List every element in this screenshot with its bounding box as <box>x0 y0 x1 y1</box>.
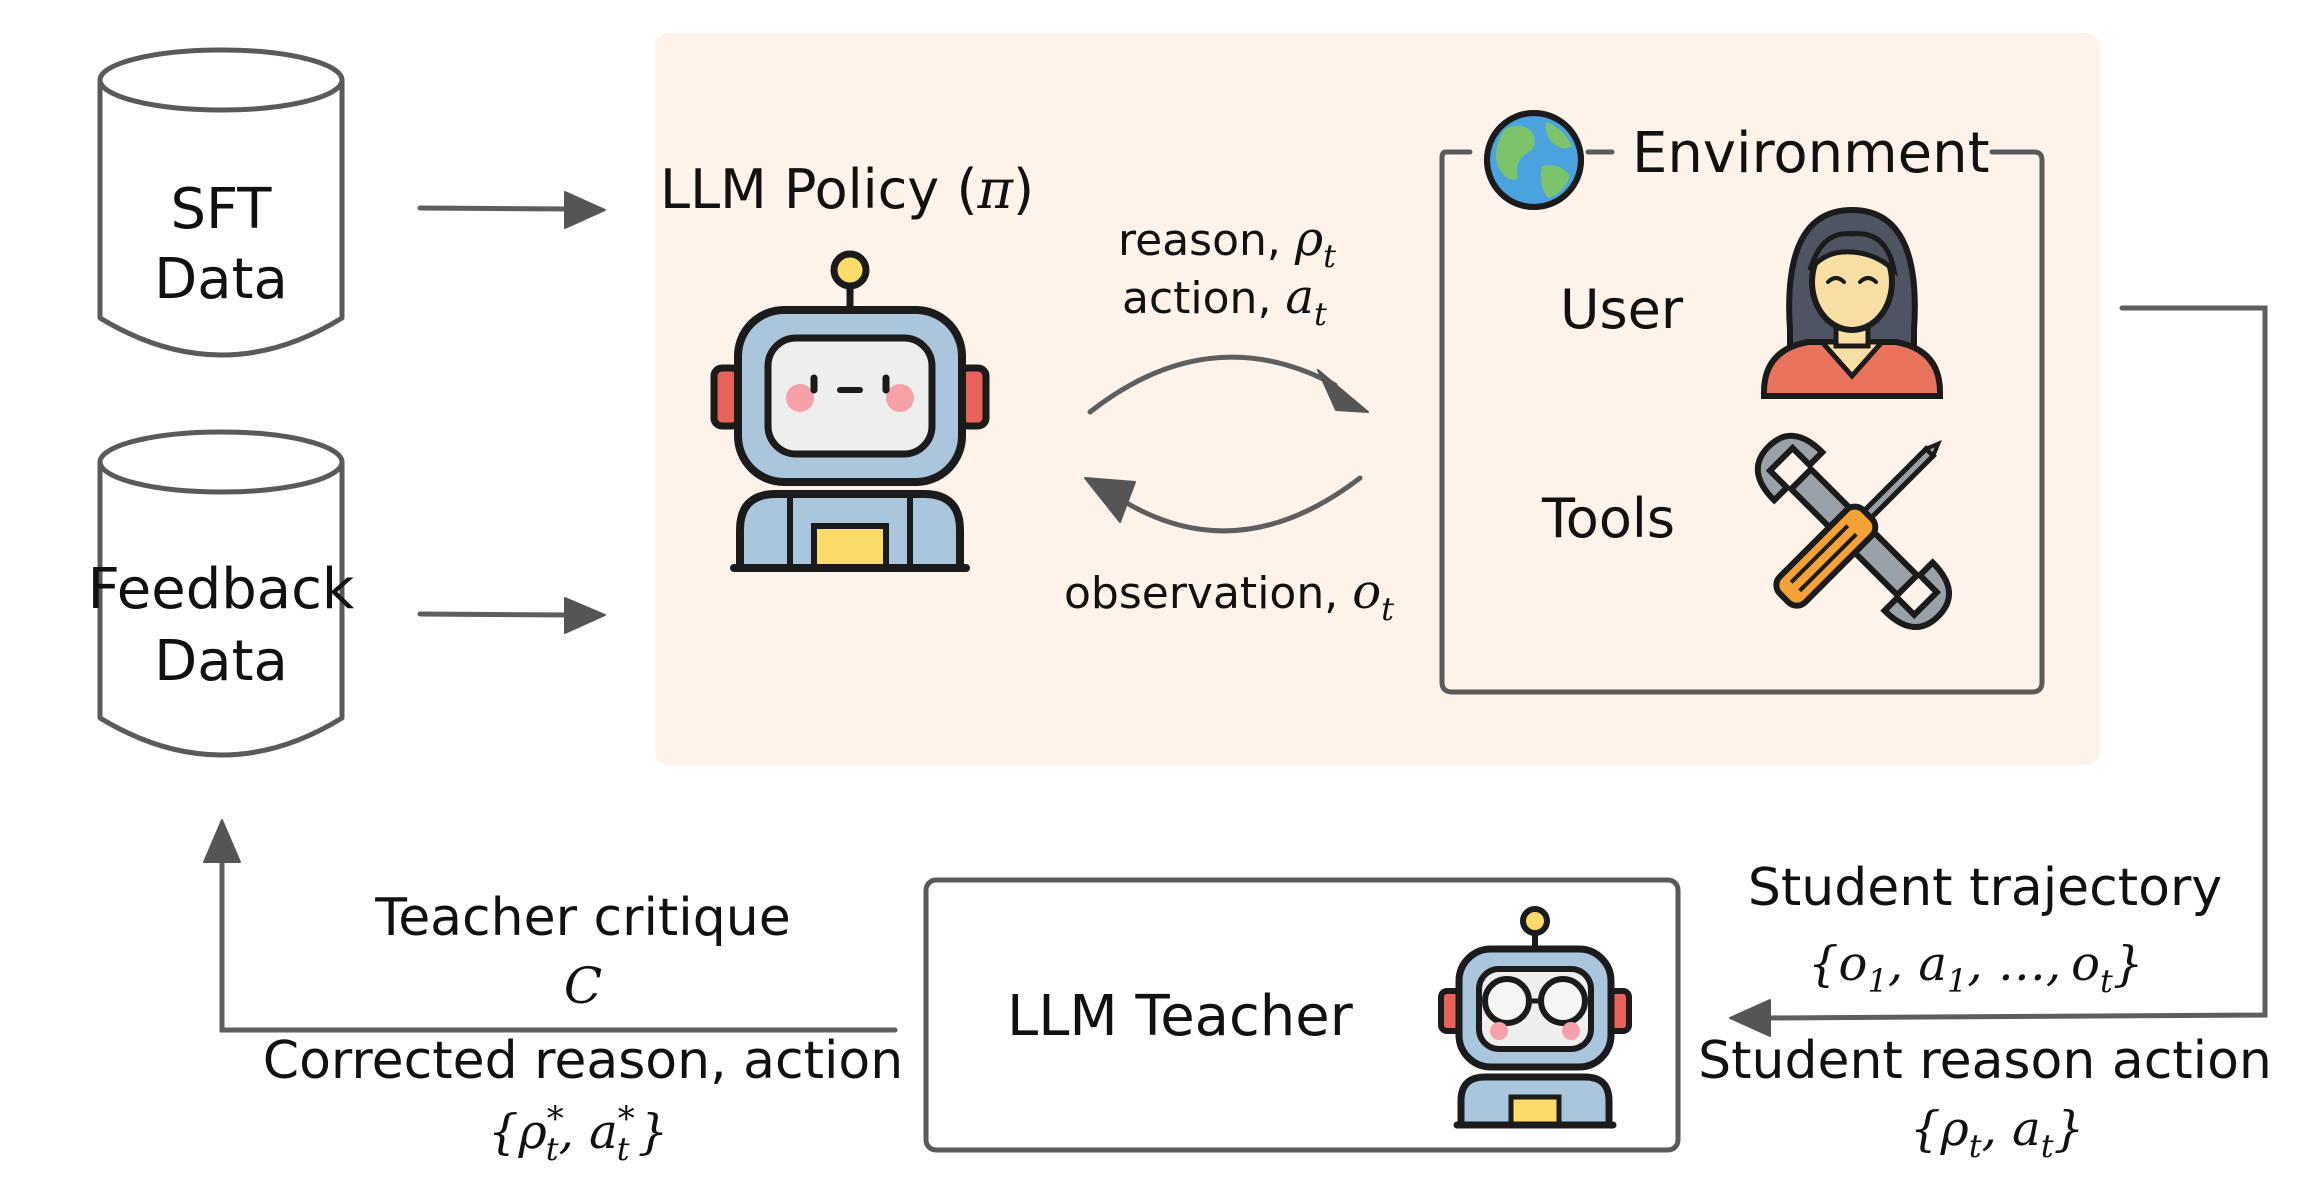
sra-a-sub: t <box>2041 1127 2054 1165</box>
environment-title: Environment <box>1632 121 1990 186</box>
sra-rho-sub: t <box>1969 1127 1982 1165</box>
corrected-reason-action-math: {ρ*t, a*t} <box>488 1099 668 1168</box>
robot-icon <box>710 250 990 572</box>
sra-rho: ρ <box>1940 1101 1969 1157</box>
policy-symbol: π <box>977 158 1015 221</box>
sft-data-cylinder: SFT Data <box>97 47 345 358</box>
policy-title-open-paren: ( <box>956 158 977 221</box>
observation-to-policy-arrow <box>1084 475 1363 534</box>
student-trajectory-label: Student trajectory <box>1748 858 2222 918</box>
user-label: User <box>1560 278 1684 341</box>
feedback-data-label-line1: Feedback <box>88 557 355 622</box>
cra-rbrace: } <box>638 1104 669 1160</box>
sra-rbrace: } <box>2054 1101 2085 1157</box>
teacher-critique-symbol: C <box>564 957 602 1015</box>
teacher-to-feedback-connector <box>203 819 898 1033</box>
sft-to-policy-arrow <box>417 191 606 229</box>
user-icon <box>1761 206 1943 399</box>
action-to-environment-arrow <box>1087 354 1369 415</box>
observation-label-text: observation, <box>1064 568 1352 619</box>
sft-data-label-line1: SFT <box>171 177 273 242</box>
traj-o-sub: 1 <box>1867 962 1887 1000</box>
traj-a: a <box>1918 936 1947 992</box>
cra-a: a <box>589 1104 618 1160</box>
action-subscript: t <box>1314 295 1327 333</box>
corrected-reason-action-label: Corrected reason, action <box>263 1031 903 1091</box>
globe-icon <box>1484 110 1584 210</box>
cra-lbrace: { <box>488 1104 519 1160</box>
reason-subscript: t <box>1323 237 1336 275</box>
traj-comma2: , <box>1967 936 1998 992</box>
policy-panel <box>655 33 2100 765</box>
teacher-robot-icon <box>1438 906 1632 1129</box>
traj-lbrace: { <box>1808 936 1839 992</box>
sft-data-label-line2: Data <box>154 247 288 312</box>
sra-a: a <box>2012 1101 2041 1157</box>
teacher-box <box>923 877 1681 1153</box>
feedback-data-cylinder: Feedback Data <box>88 429 355 758</box>
cra-a-sub: t <box>617 1130 630 1168</box>
policy-title-close-paren: ) <box>1013 158 1034 221</box>
observation-subscript: t <box>1381 590 1394 628</box>
teacher-critique-label: Teacher critique <box>374 888 790 948</box>
observation-label: observation, ot <box>1064 564 1394 628</box>
feedback-to-policy-arrow <box>417 597 606 634</box>
feedback-data-label-line2: Data <box>154 629 288 694</box>
action-symbol: a <box>1285 269 1314 325</box>
environment-box <box>1439 149 2045 695</box>
cra-a-star: * <box>618 1099 635 1139</box>
policy-title-text: LLM Policy <box>660 158 939 221</box>
traj-o: o <box>1839 936 1868 992</box>
reason-symbol: ρ <box>1294 211 1323 267</box>
traj-a-sub: 1 <box>1947 962 1967 1000</box>
environment-to-teacher-connector <box>1729 305 2268 1037</box>
reason-label: reason, ρt <box>1118 211 1336 275</box>
policy-title: LLM Policy (π) <box>660 158 1034 221</box>
sra-comma: , <box>1982 1101 2013 1157</box>
teacher-title: LLM Teacher <box>1007 984 1354 1049</box>
cra-comma: , <box>559 1104 590 1160</box>
traj-ot: o <box>2071 936 2100 992</box>
cra-rho-star: * <box>547 1099 564 1139</box>
tools-label: Tools <box>1541 487 1675 550</box>
tools-icon <box>1754 432 1953 631</box>
traj-comma1: , <box>1888 936 1919 992</box>
student-reason-action-label: Student reason action <box>1698 1031 2272 1091</box>
action-label-text: action, <box>1122 273 1285 324</box>
sra-lbrace: { <box>1910 1101 1941 1157</box>
cra-rho-sub: t <box>546 1130 559 1168</box>
traj-ellipsis: …, <box>1998 936 2061 992</box>
traj-rbrace: } <box>2113 936 2144 992</box>
observation-symbol: o <box>1352 564 1381 620</box>
cra-rho: ρ <box>518 1104 547 1160</box>
action-label: action, at <box>1122 269 1327 333</box>
reason-label-text: reason, <box>1118 215 1295 266</box>
student-trajectory-math: {o1, a1, …,ot} <box>1808 936 2143 1000</box>
student-reason-action-math: {ρt, at} <box>1910 1101 2084 1165</box>
traj-ot-sub: t <box>2100 962 2113 1000</box>
